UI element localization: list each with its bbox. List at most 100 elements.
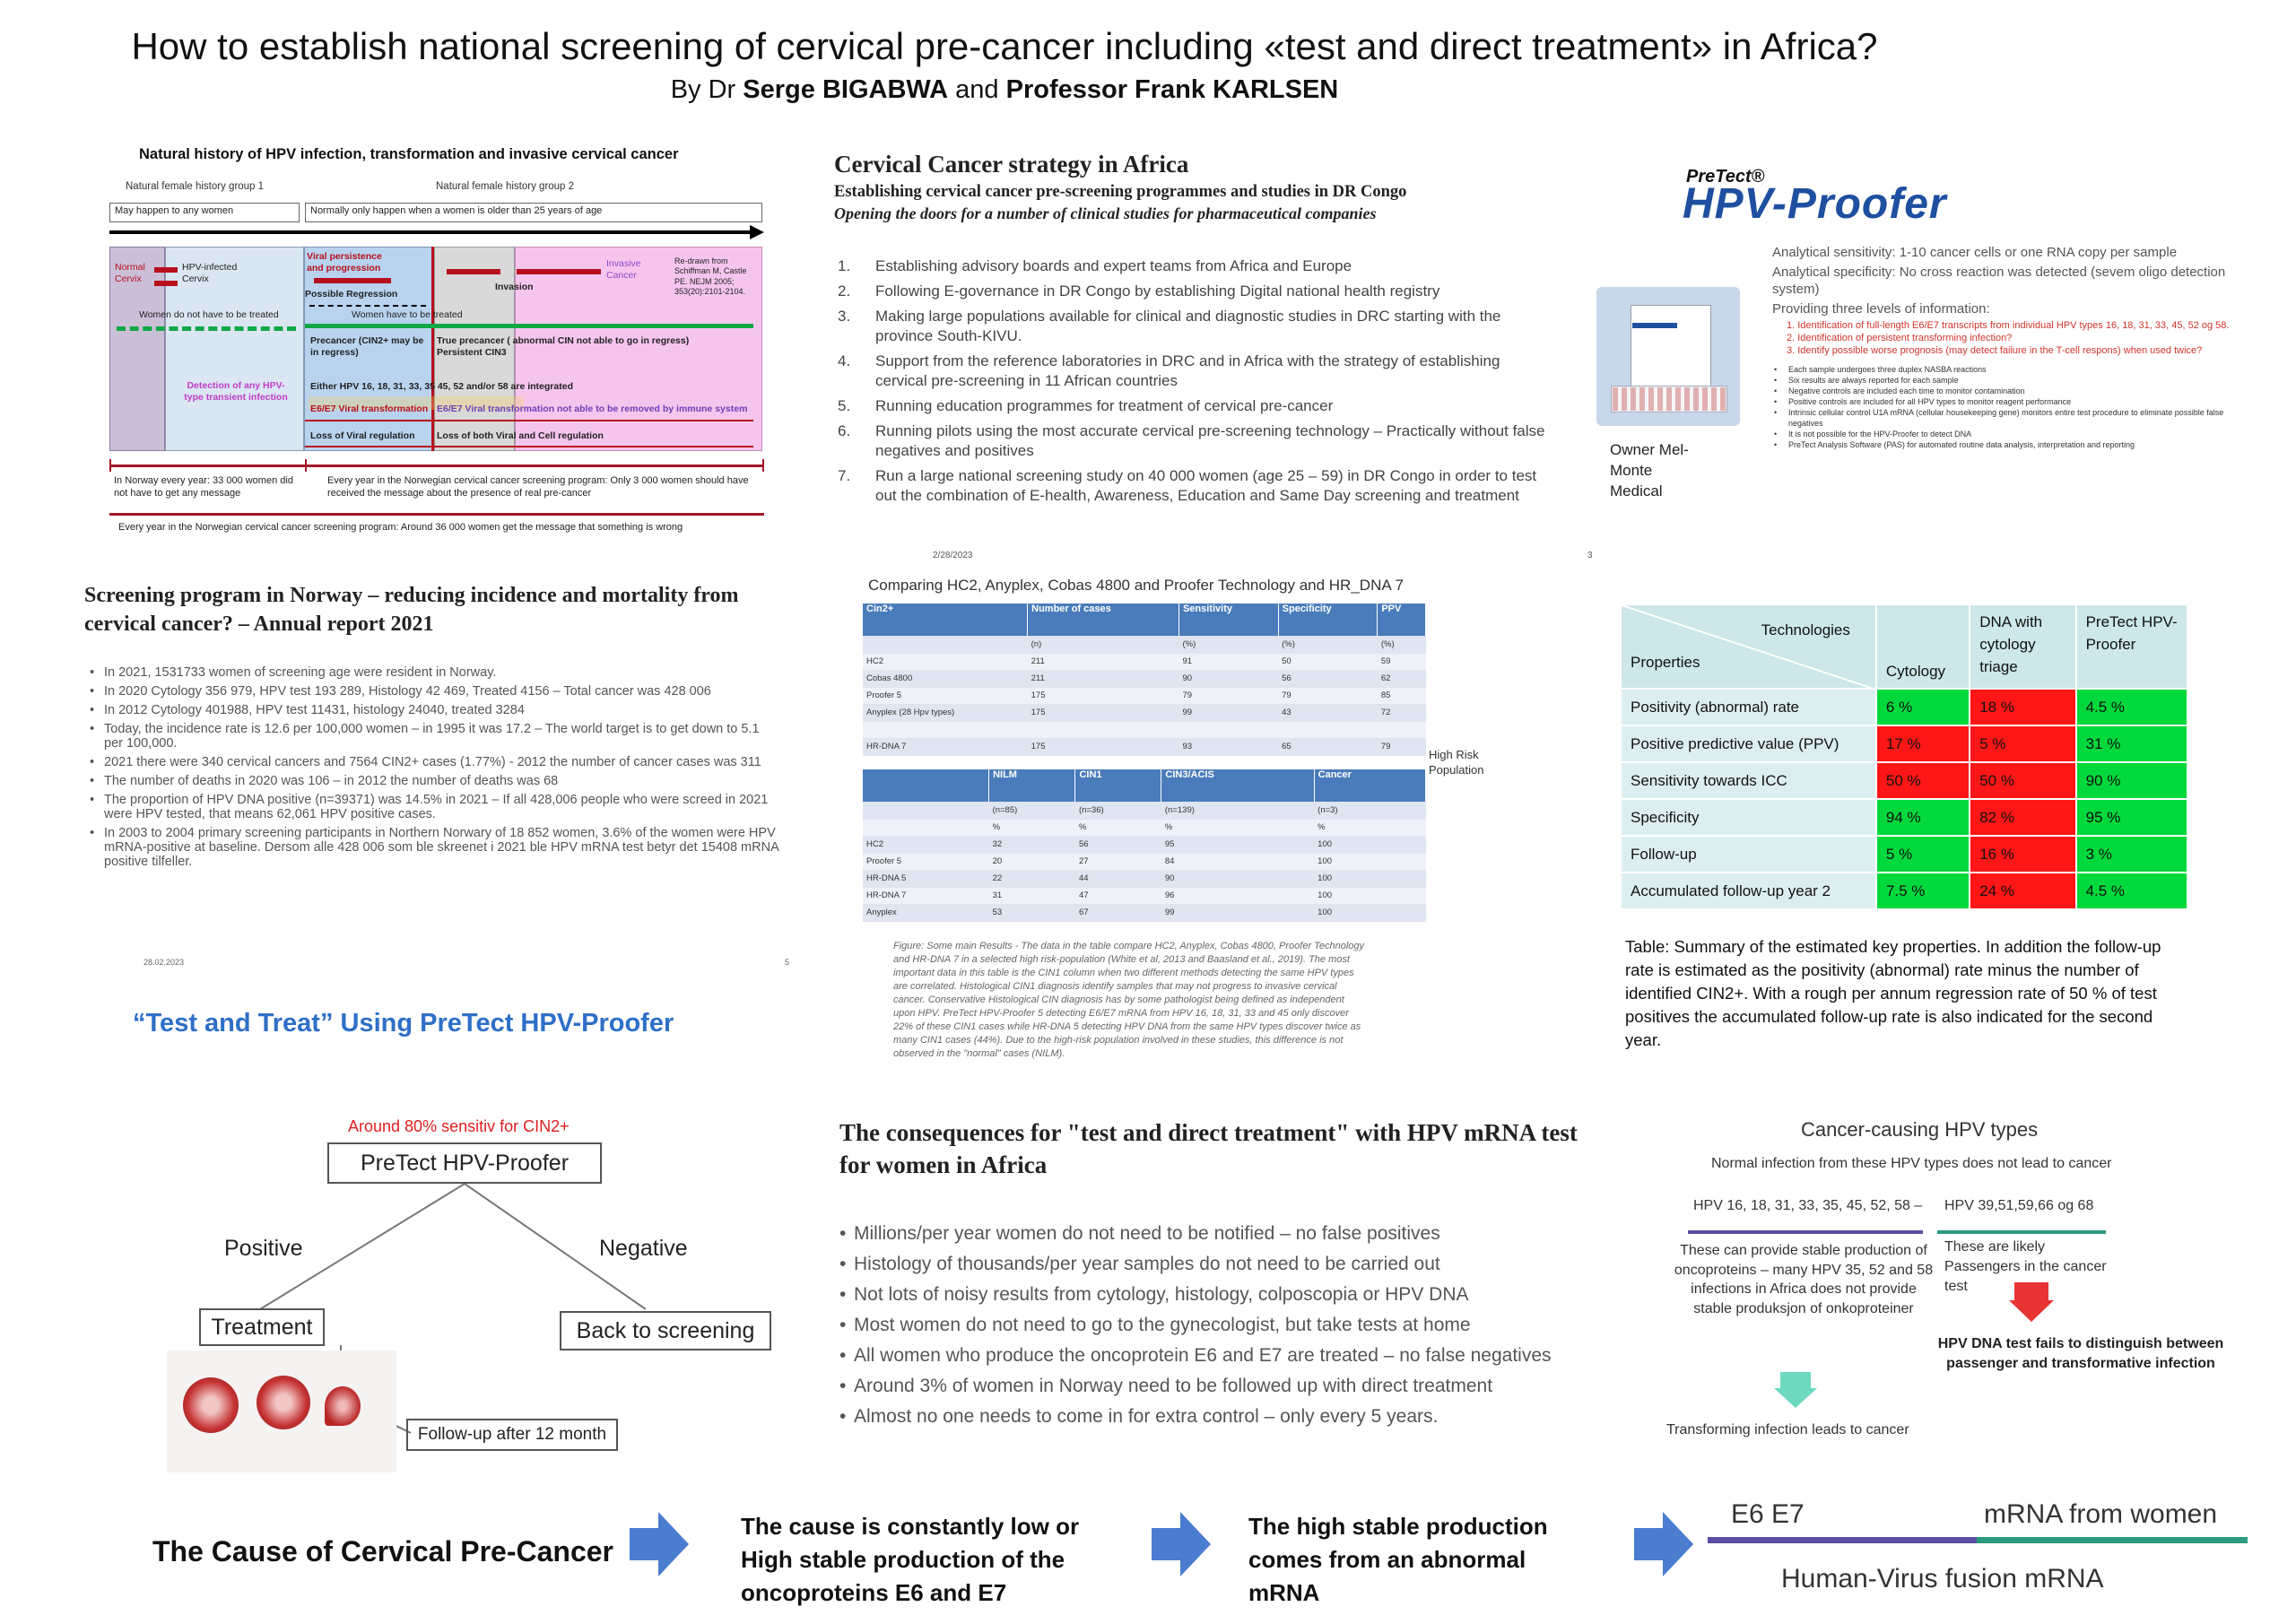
table-header-cell: Cancer [1314, 769, 1427, 803]
strategy-item: 7.Run a large national screening study o… [838, 467, 1537, 504]
strategy-item: 4.Support from the reference laboratorie… [838, 352, 1500, 389]
dna-fail-text: HPV DNA test fails to distinguish betwee… [1937, 1336, 2224, 1371]
tech-value-cell: 6 % [1874, 688, 1971, 726]
strategy-item: 3.Making large populations available for… [838, 308, 1501, 344]
proofer-box: PreTect HPV-Proofer [327, 1142, 602, 1184]
table-cell: 43 [1278, 704, 1378, 722]
tech-value-cell: 4.5 % [2074, 872, 2189, 910]
table-cell: Proofer 5 [863, 687, 1028, 705]
norway-item: 2021 there were 340 cervical cancers and… [88, 755, 778, 769]
norway-3000: Every year in the Norwegian cervical can… [327, 475, 749, 499]
timeline-arrowhead [750, 225, 764, 239]
strategy-title: Cervical Cancer strategy in Africa [834, 151, 1189, 178]
strategy-date: 2/28/2023 [933, 551, 973, 560]
tech-column-header: DNA with cytology triage [1969, 604, 2077, 690]
tech-property: Positivity (abnormal) rate [1620, 688, 1877, 726]
table-cell: 100 [1314, 870, 1426, 888]
teal-arrow-shaft [1780, 1372, 1811, 1390]
table-cell: 175 [1027, 738, 1179, 756]
red-arrow-5 [517, 269, 601, 274]
e6e7-label: E6 E7 [1731, 1499, 1805, 1529]
norway-item: The proportion of HPV DNA positive (n=39… [88, 793, 778, 821]
zone-invasion [434, 247, 515, 451]
table-header-cell: CIN3/ACIS [1161, 769, 1315, 803]
table-cell: 175 [1027, 704, 1179, 722]
tech-value-cell: 50 % [1969, 761, 2077, 800]
group1-label: Natural female history group 1 [126, 181, 265, 192]
table-cell: 50 [1278, 653, 1378, 671]
kit-image [1596, 287, 1740, 426]
proofer-logo: HPV-Proofer [1683, 180, 1947, 228]
table-header-cell: Sensitivity [1178, 604, 1279, 637]
tech-column-header: PreTect HPV-Proofer [2074, 604, 2189, 690]
level-item: 1. Identification of full-length E6/E7 t… [1787, 320, 2230, 331]
norway-33000: In Norway every year: 33 000 women did n… [114, 475, 293, 499]
consequence-item: All women who produce the oncoprotein E6… [838, 1343, 1609, 1368]
red-line-b [305, 446, 753, 447]
tech-value-cell: 18 % [1969, 688, 2077, 726]
level-item: 3. Identify possible worse prognosis (ma… [1787, 345, 2203, 356]
women-no-treat-label: Women do not have to be treated [139, 309, 279, 320]
invasive-cancer-label: Invasive Cancer [606, 258, 641, 282]
hpv-types-title: Cancer-causing HPV types [1801, 1118, 2039, 1141]
table-cell: 20 [988, 853, 1075, 871]
norway-item: In 2003 to 2004 primary screening partic… [88, 826, 778, 869]
table-cell [863, 721, 1028, 739]
tech-property: Specificity [1620, 798, 1877, 837]
positive-label: Positive [224, 1236, 303, 1261]
table-cell [863, 636, 1028, 654]
analytical-specificity: Analytical specificity: No cross reactio… [1772, 265, 2226, 297]
comparison-title: Comparing HC2, Anyplex, Cobas 4800 and P… [868, 577, 1404, 594]
table-cell: 175 [1027, 687, 1179, 705]
proofer-bullet: Negative controls are included each time… [1772, 386, 2257, 396]
arrow-2-shaft [1152, 1528, 1182, 1560]
strategy-list: 1.Establishing advisory boards and exper… [818, 256, 1553, 506]
owner-label: Owner Mel-Monte Medical [1610, 441, 1689, 499]
hpv-types-list-2: HPV 39,51,59,66 og 68 [1944, 1198, 2094, 1213]
proofer-brand-small: PreTect® [1686, 167, 1765, 187]
bracket-l [109, 459, 111, 472]
table-cell: 211 [1027, 653, 1179, 671]
table-cell: 31 [988, 887, 1075, 905]
red-arrow-3 [314, 278, 391, 283]
table-cell: 65 [1278, 738, 1378, 756]
table-cell: % [1161, 819, 1315, 837]
table-row [863, 721, 1426, 739]
proofer-bullet: Six results are always reported for each… [1772, 375, 2257, 386]
table-cell: 32 [988, 836, 1075, 854]
table-row: (n=85)(n=36)(n=139)(n=3) [863, 802, 1426, 820]
e6e7-not-label: E6/E7 Viral transformation not able to b… [437, 404, 748, 414]
table-cell: (n=139) [1161, 802, 1315, 820]
tech-value-cell: 90 % [2074, 761, 2189, 800]
level-item: 2. Identification of persistent transfor… [1787, 333, 2013, 343]
tech-property: Positive predictive value (PPV) [1620, 725, 1877, 763]
tech-value-cell: 50 % [1874, 761, 1971, 800]
table-cell [863, 819, 989, 837]
tech-value-cell: 4.5 % [2074, 688, 2189, 726]
yellow-band [309, 396, 524, 410]
table-cell: HR-DNA 7 [863, 738, 1028, 756]
table-cell [1178, 721, 1279, 739]
consequence-item: Around 3% of women in Norway need to be … [838, 1374, 1609, 1398]
byline: By Dr Serge BIGABWA and Professor Frank … [670, 75, 1339, 104]
table-cell: (n=36) [1074, 802, 1161, 820]
norway-title: Screening program in Norway – reducing i… [84, 584, 739, 636]
consequence-item: Most women do not need to go to the gyne… [838, 1313, 1609, 1337]
table-cell [1377, 721, 1426, 739]
tech-column-header: Cytology [1874, 604, 1971, 690]
natural-history-title: Natural history of HPV infection, transf… [139, 146, 679, 162]
tech-value-cell: 94 % [1874, 798, 1971, 837]
table-cell: 99 [1161, 904, 1315, 922]
strategy-subtitle2: Opening the doors for a number of clinic… [834, 204, 1377, 222]
proofer-bullet: PreTect Analysis Software (PAS) for auto… [1772, 439, 2257, 450]
hpv-types-list-1: HPV 16, 18, 31, 33, 35, 45, 52, 58 – [1693, 1198, 1923, 1213]
loss-viral-label: Loss of Viral regulation [310, 430, 415, 441]
